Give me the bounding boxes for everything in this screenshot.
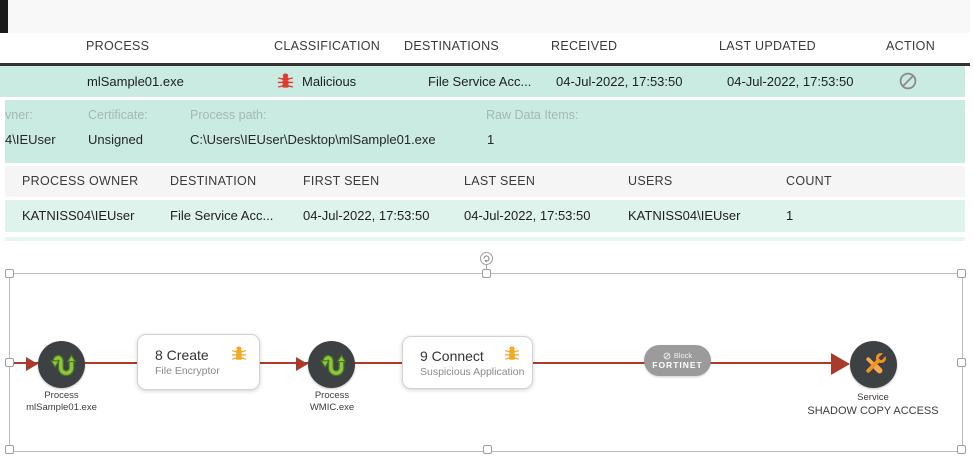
dest-destination: File Service Acc... [170,208,274,223]
node3-name: SHADOW COPY ACCESS [807,405,939,418]
event-destinations: File Service Acc... [428,74,532,89]
flow-step-connect[interactable]: 9 Connect Suspicious Application [402,336,533,389]
owner-value: 4\IEUser [5,132,56,147]
handle-mid-left[interactable] [5,358,14,367]
node2-name: WMIC.exe [309,402,355,414]
col-action[interactable]: ACTION [886,39,936,53]
service-node-shadow-copy[interactable] [850,341,897,388]
handle-top-center[interactable] [482,269,491,278]
node1-name: mlSample01.exe [26,402,97,414]
owner-label: vner: [5,108,33,122]
block-icon [663,352,671,359]
destination-table-header [5,166,965,197]
certificate-label: Certificate: [88,108,148,122]
handle-bottom-center[interactable] [483,445,492,454]
dest-users: KATNISS04\IEUser [628,208,741,223]
dest-first-seen: 04-Jul-2022, 17:53:50 [303,208,430,223]
crossed-tools-icon [865,350,888,373]
arrowhead-icon [831,353,850,375]
fortinet-block-pill: Block FORTINET [644,345,711,376]
handle-bottom-right[interactable] [957,445,966,454]
node1-type: Process [44,390,79,401]
col-received[interactable]: RECEIVED [551,39,618,53]
col-count[interactable]: COUNT [786,174,832,188]
handle-mid-right[interactable] [957,358,966,367]
handle-top-left[interactable] [5,269,14,278]
event-classification: Malicious [302,74,357,89]
event-row[interactable] [0,66,965,97]
step2-detail: Suspicious Application [420,365,525,378]
handle-bottom-left[interactable] [5,445,14,454]
destination-row[interactable] [5,200,965,232]
process-uturn-icon [49,353,76,376]
dest-last-seen: 04-Jul-2022, 17:53:50 [464,208,591,223]
raw-data-label: Raw Data Items: [486,108,579,122]
node1-label: Process mlSample01.exe [1,390,122,415]
process-path-label: Process path: [190,108,267,122]
node2-type: Process [314,390,350,401]
col-last-updated[interactable]: LAST UPDATED [719,39,816,53]
dest-count: 1 [786,208,794,223]
process-node-mlsample01[interactable] [38,341,85,388]
block-action-icon[interactable] [898,71,918,96]
node3-type: Service [857,392,889,403]
header-left-bar [0,0,8,33]
arrowhead-icon [26,357,38,371]
rotate-handle-icon[interactable] [480,252,493,265]
col-destination[interactable]: DESTINATION [170,174,257,188]
step1-title: 8 Create [155,347,209,363]
flow-step-create[interactable]: 8 Create File Encryptor [137,334,260,390]
col-process[interactable]: PROCESS [86,39,150,53]
col-first-seen[interactable]: FIRST SEEN [303,174,380,188]
step1-detail: File Encryptor [155,365,220,377]
fortinet-logo: FORTINET [652,360,703,370]
event-detail-panel [5,100,965,163]
pill-block-label: Block [673,351,693,360]
event-table-header [0,0,970,33]
col-process-owner[interactable]: PROCESS OWNER [22,174,139,188]
next-row-sliver [5,237,965,241]
node2-label: Process WMIC.exe [272,390,392,415]
event-process: mlSample01.exe [87,74,184,89]
event-received: 04-Jul-2022, 17:53:50 [556,74,683,89]
node3-label: Service SHADOW COPY ACCESS [793,392,953,419]
col-classification[interactable]: CLASSIFICATION [274,39,381,53]
process-node-wmic[interactable] [308,341,355,388]
col-last-seen[interactable]: LAST SEEN [464,174,536,188]
handle-top-right[interactable] [957,269,966,278]
dest-process-owner: KATNISS04\IEUser [22,208,135,223]
arrowhead-icon [296,357,308,371]
process-uturn-icon [319,353,346,376]
step2-title: 9 Connect [420,347,484,364]
malicious-bug-icon [277,73,294,95]
event-last-updated: 04-Jul-2022, 17:53:50 [727,74,854,89]
header-underline [0,63,970,66]
suspicious-bug-icon [231,346,247,367]
suspicious-bug-icon [504,346,520,367]
certificate-value: Unsigned [88,132,143,147]
col-users[interactable]: USERS [628,174,673,188]
process-path-value: C:\Users\IEUser\Desktop\mlSample01.exe [190,132,436,147]
col-destinations[interactable]: DESTINATIONS [404,39,500,53]
raw-data-value: 1 [487,132,495,147]
